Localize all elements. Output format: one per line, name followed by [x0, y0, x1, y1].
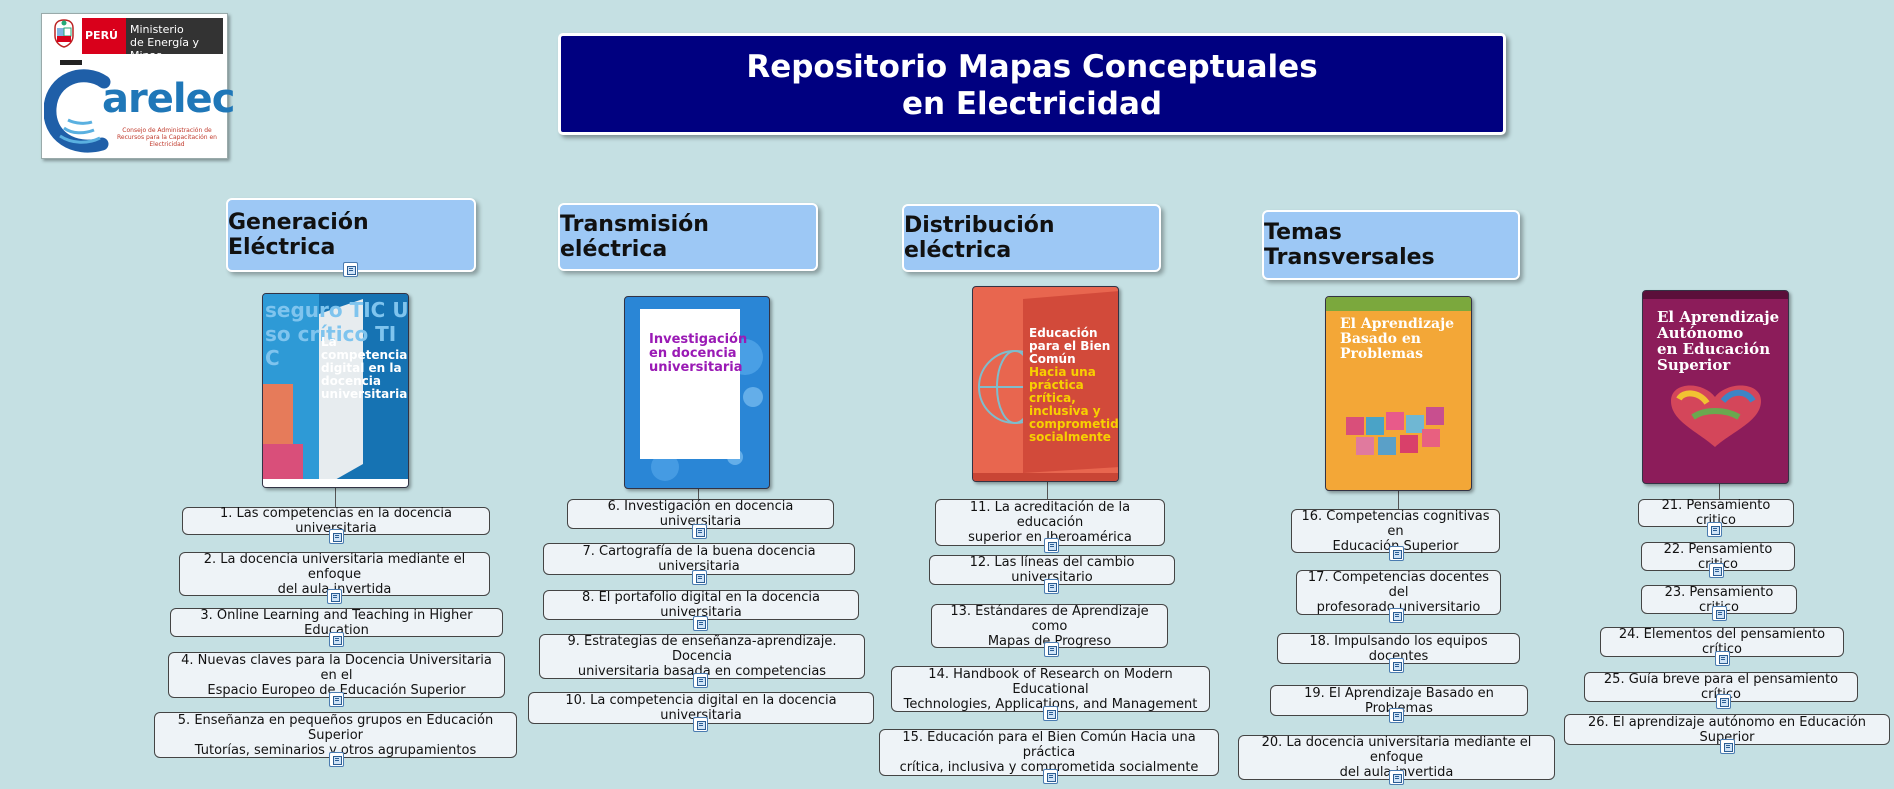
attachment-icon[interactable] — [1720, 739, 1735, 754]
ministry-label: Ministerio de Energía y Minas — [126, 18, 223, 62]
attachment-icon[interactable] — [1707, 522, 1722, 537]
carelec-logo: PERÚ Ministerio de Energía y Minas arele… — [41, 13, 235, 159]
category-transmision[interactable]: Transmisión eléctrica — [558, 203, 818, 271]
attachment-icon[interactable] — [1044, 538, 1059, 553]
attachment-icon[interactable] — [329, 632, 344, 647]
list-item[interactable]: 24. Elementos del pensamiento crítico — [1600, 627, 1844, 657]
list-item[interactable]: 8. El portafolio digital en la docencia … — [543, 590, 859, 620]
carelec-tagline: Consejo de Administración de Recursos pa… — [117, 127, 217, 148]
attachment-icon[interactable] — [1712, 606, 1727, 621]
list-item[interactable]: 7. Cartografía de la buena docencia univ… — [543, 543, 855, 575]
attachment-icon[interactable] — [1043, 706, 1058, 721]
attachment-icon[interactable] — [327, 589, 342, 604]
attachment-icon[interactable] — [1389, 608, 1404, 623]
attachment-icon[interactable] — [329, 692, 344, 707]
list-item[interactable]: 14. Handbook of Research on Modern Educa… — [891, 666, 1210, 712]
attachment-icon[interactable] — [692, 570, 707, 585]
category-generacion[interactable]: Generación Eléctrica — [226, 198, 476, 272]
connector-line — [1398, 490, 1399, 509]
list-item[interactable]: 15. Educación para el Bien Común Hacia u… — [879, 729, 1219, 776]
attachment-icon[interactable] — [693, 673, 708, 688]
connector-line — [335, 487, 336, 507]
list-item[interactable]: 2. La docencia universitaria mediante el… — [179, 552, 490, 597]
attachment-icon[interactable] — [329, 529, 344, 544]
category-distribucion[interactable]: Distribución eléctrica — [902, 204, 1161, 272]
cover-pattern — [1326, 297, 1471, 455]
attachment-icon[interactable] — [1715, 651, 1730, 666]
cover-pattern — [1643, 291, 1788, 447]
attachment-icon[interactable] — [1043, 769, 1058, 784]
attachment-icon[interactable] — [329, 752, 344, 767]
attachment-icon[interactable] — [693, 616, 708, 631]
attachment-icon[interactable] — [1389, 658, 1404, 673]
carelec-wordmark: arelec — [102, 76, 235, 122]
connector-line — [698, 489, 699, 500]
attachment-icon[interactable] — [1389, 770, 1404, 785]
attachment-icon[interactable] — [1716, 694, 1731, 709]
attachment-icon[interactable] — [343, 262, 358, 277]
list-item[interactable]: 5. Enseñanza en pequeños grupos en Educa… — [154, 712, 517, 758]
attachment-icon[interactable] — [1044, 642, 1059, 657]
category-temas-transversales[interactable]: Temas Transversales — [1262, 210, 1520, 280]
attachment-icon[interactable] — [1389, 546, 1404, 561]
page-title: Repositorio Mapas Conceptuales en Electr… — [558, 33, 1506, 135]
peru-badge: PERÚ — [82, 18, 126, 54]
logo-divider — [60, 60, 82, 65]
list-item[interactable]: 4. Nuevas claves para la Docencia Univer… — [168, 652, 505, 698]
carelec-wave-icon — [44, 69, 111, 153]
attachment-icon[interactable] — [1044, 579, 1059, 594]
list-item[interactable]: 1. Las competencias en la docencia unive… — [182, 506, 490, 536]
cover-pattern — [640, 309, 763, 481]
attachment-icon[interactable] — [1389, 708, 1404, 723]
attachment-icon[interactable] — [693, 717, 708, 732]
peru-shield-icon — [54, 19, 74, 48]
attachment-icon[interactable] — [1709, 563, 1724, 578]
attachment-icon[interactable] — [692, 524, 707, 539]
cover-pattern — [263, 294, 408, 487]
cover-pattern — [973, 291, 1118, 481]
connector-line — [1047, 481, 1048, 499]
connector-line — [1719, 483, 1720, 499]
